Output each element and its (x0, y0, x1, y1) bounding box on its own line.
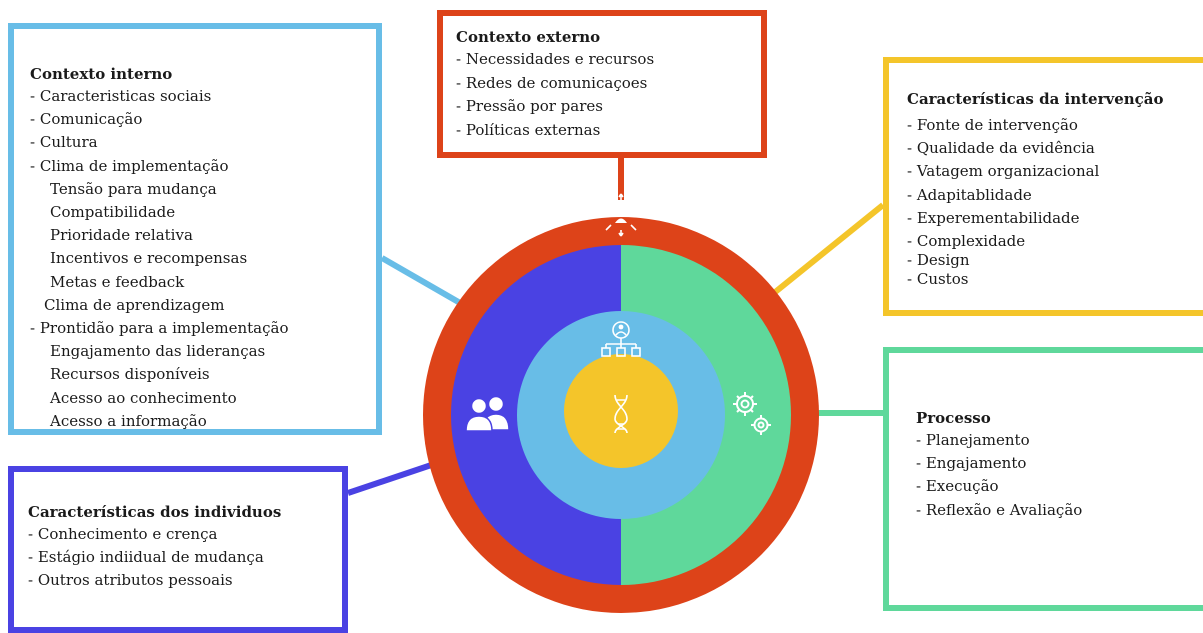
processo-title: Processo (916, 409, 991, 427)
list-item: - Reflexão e Avaliação (916, 500, 1083, 519)
list-item: - Redes de comunicaçoes (456, 73, 648, 92)
org-chart-icon (601, 321, 641, 357)
caracteristicas-individuos-title: Características dos individuos (28, 503, 282, 521)
box-processo: Processo - Planejamento - Engajamento - … (883, 347, 1203, 611)
list-item: - Cultura (30, 133, 98, 152)
list-item: Prioridade relativa (50, 226, 193, 245)
list-item: Acesso ao conhecimento (50, 388, 237, 407)
list-item: - Comunicação (30, 110, 143, 129)
list-item: Compatibilidade (50, 203, 176, 222)
list-item: Tensão para mudança (50, 179, 217, 198)
list-item: Acesso a informação (50, 411, 207, 430)
list-item: - Outros atributos pessoais (28, 571, 233, 590)
people-icon (465, 395, 510, 432)
list-item: Recursos disponíveis (50, 365, 210, 384)
list-item: Metas e feedback (50, 272, 185, 291)
list-item: - Necessidades e recursos (456, 50, 655, 68)
list-item: - Custos (907, 270, 969, 289)
list-item: - Políticas externas (456, 120, 601, 139)
caracteristicas-intervencao-title: Características da intervenção (907, 90, 1164, 108)
center-intervencao (564, 354, 678, 468)
dna-icon (614, 394, 628, 434)
list-item: Incentivos e recompensas (50, 249, 248, 268)
box-caracteristicas-intervencao: Características da intervenção - Fonte d… (883, 57, 1203, 316)
list-item: - Prontidão para a implementação (30, 319, 289, 338)
gears-icon (733, 392, 771, 435)
list-item: - Engajamento (916, 454, 1027, 473)
box-contexto-externo: Contexto externo - Necessidades e recurs… (437, 10, 767, 158)
list-item: Engajamento das lideranças (50, 342, 266, 361)
box-contexto-interno: Contexto interno - Caracteristicas socia… (8, 23, 382, 435)
list-item: - Clima de implementação (30, 156, 229, 175)
list-item: - Estágio indiidual de mudança (28, 548, 264, 567)
list-item: - Fonte de intervenção (907, 116, 1078, 134)
list-item: Clima de aprendizagem (44, 295, 225, 314)
list-item: - Qualidade da evidência (907, 139, 1095, 158)
box-caracteristicas-individuos: Características dos individuos - Conheci… (8, 466, 348, 633)
list-item: - Complexidade (907, 232, 1026, 251)
list-item: - Vatagem organizacional (907, 162, 1100, 181)
list-item: - Caracteristicas sociais (30, 87, 212, 105)
list-item: - Planejamento (916, 431, 1030, 449)
list-item: - Pressão por pares (456, 97, 603, 115)
contexto-externo-title: Contexto externo (456, 28, 601, 46)
list-item: - Design (907, 251, 970, 270)
list-item: - Conhecimento e crença (28, 525, 218, 543)
network-people-icon (600, 193, 642, 237)
contexto-interno-title: Contexto interno (30, 65, 173, 83)
list-item: - Adapitablidade (907, 185, 1032, 204)
list-item: - Execução (916, 477, 999, 496)
list-item: - Experementabilidade (907, 208, 1080, 227)
